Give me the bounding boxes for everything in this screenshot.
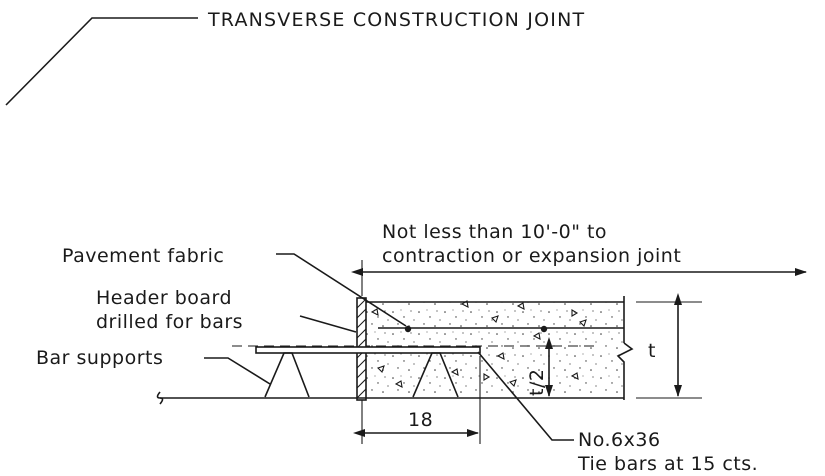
- tie-bar-label-line1: No.6x36: [578, 429, 661, 451]
- slab-break-symbol: [616, 342, 634, 400]
- pavement-fabric-label: Pavement fabric: [62, 245, 224, 267]
- distance-note-line2: contraction or expansion joint: [382, 245, 681, 267]
- tie-bar: [255, 346, 481, 354]
- subgrade-break-symbol: [156, 391, 164, 405]
- header-board-label-line1: Header board: [96, 287, 232, 309]
- bar-supports-leader: [204, 357, 271, 385]
- pavement-fabric-leader: [276, 253, 407, 327]
- tie-bar-label-line2: Tie bars at 15 cts.: [577, 453, 758, 475]
- diagram-title: TRANSVERSE CONSTRUCTION JOINT: [207, 9, 585, 31]
- dimension-18-label: 18: [408, 409, 433, 431]
- fabric-dot-right: [540, 325, 548, 333]
- half-thickness-label: t/2: [526, 369, 548, 396]
- bar-support-left: [264, 352, 310, 398]
- title-leader-line: [5, 17, 198, 106]
- tie-bar-leader: [477, 351, 574, 441]
- fabric-dot-left: [404, 325, 412, 333]
- aggregate-marks: [370, 300, 587, 388]
- bar-support-right: [412, 352, 459, 398]
- distance-note-line1: Not less than 10'-0" to: [382, 221, 607, 243]
- header-board-label-line2: drilled for bars: [96, 311, 243, 333]
- bar-supports-label: Bar supports: [36, 347, 163, 369]
- header-board-leader: [299, 315, 357, 333]
- thickness-label: t: [648, 340, 656, 362]
